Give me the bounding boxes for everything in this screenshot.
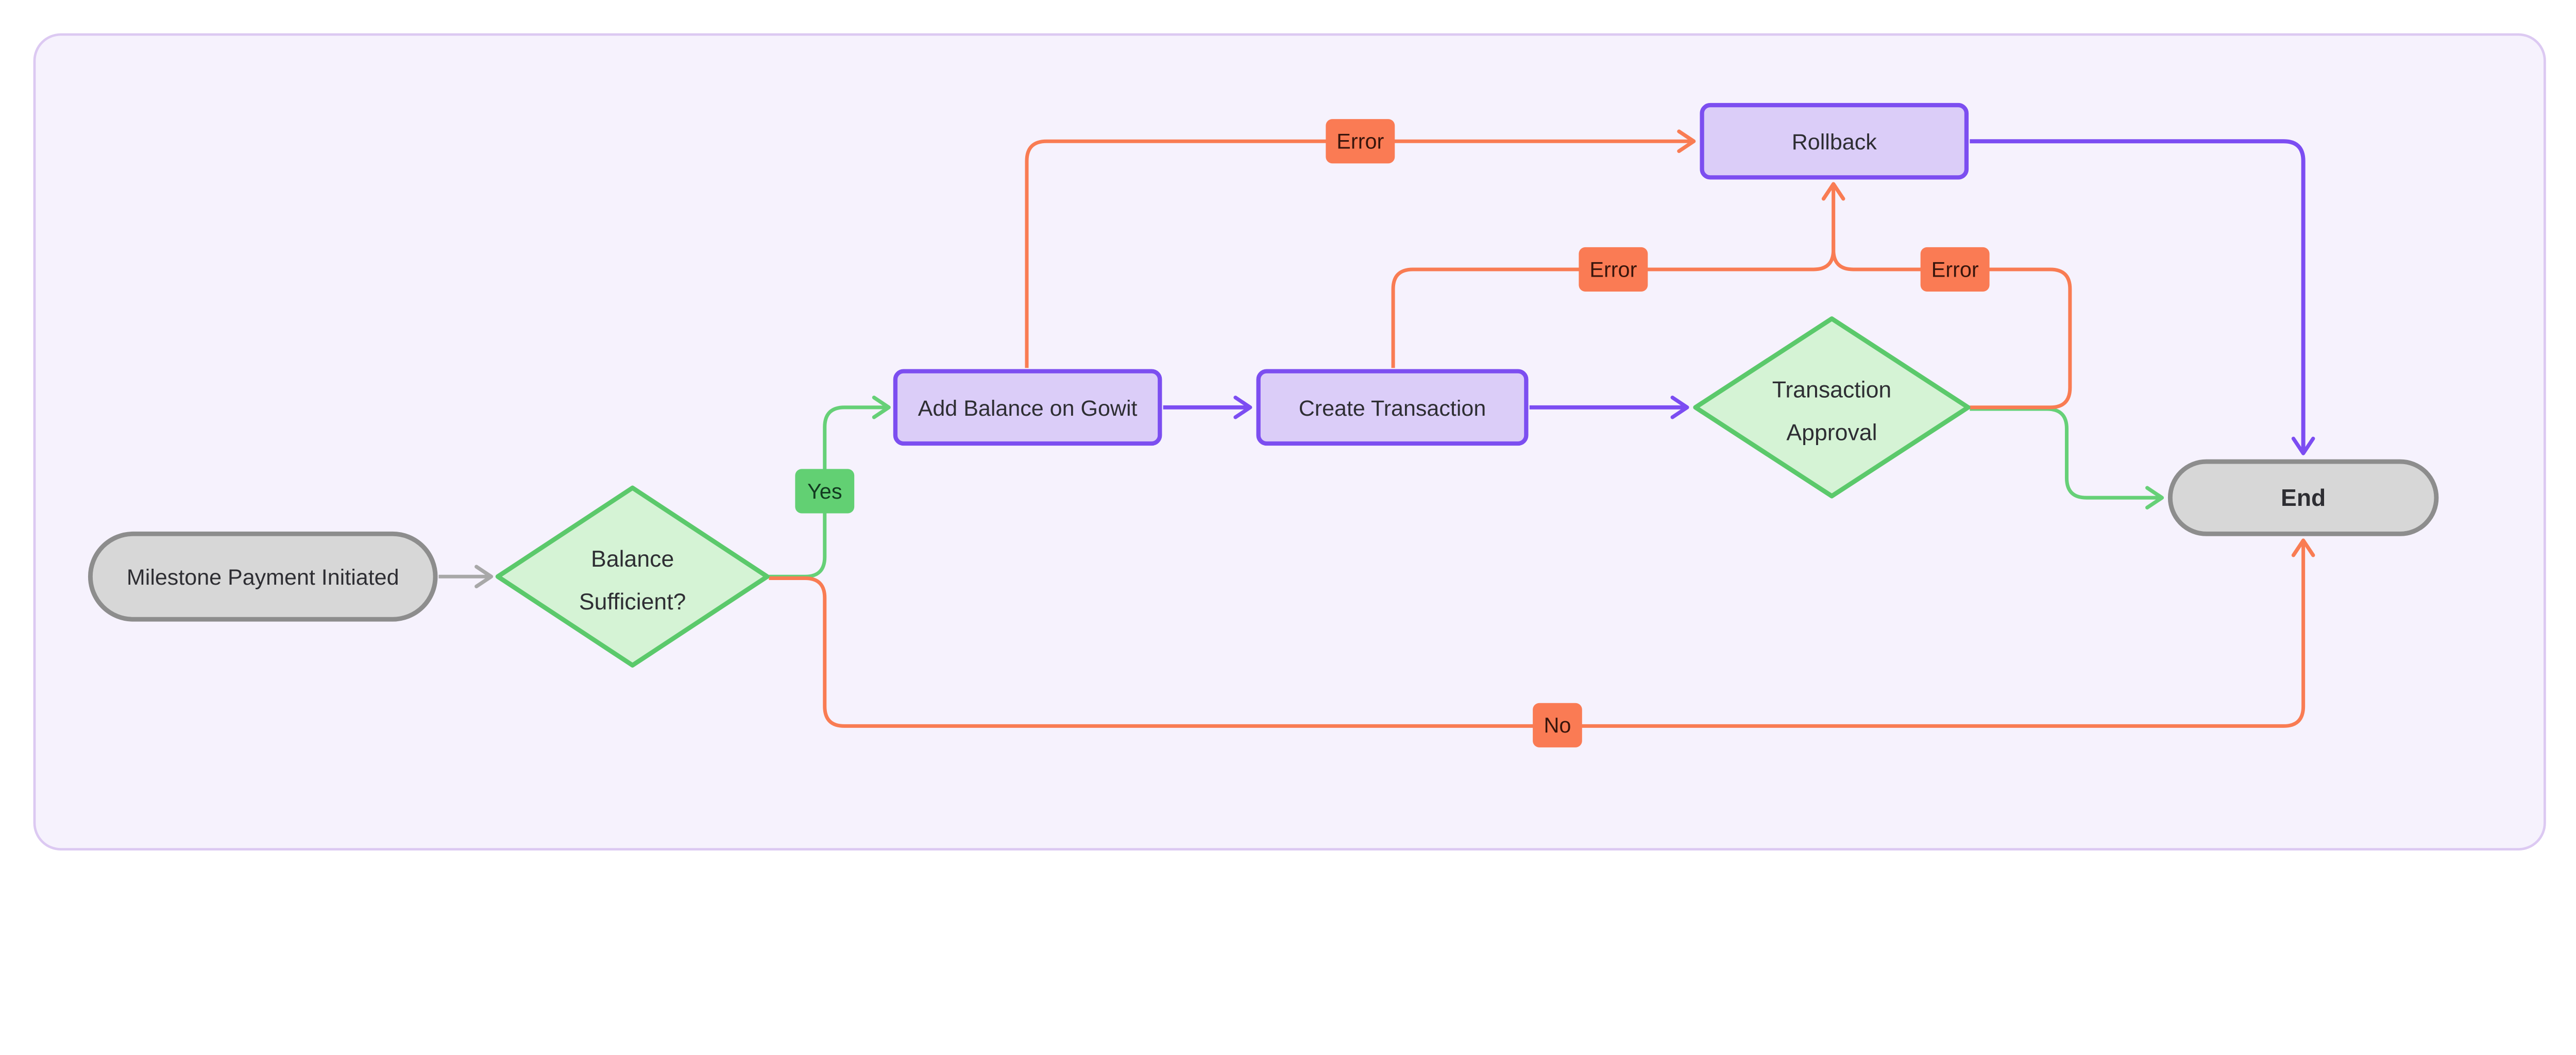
node-label-line1: Balance — [591, 547, 674, 572]
node-rollback-shape — [1700, 103, 1969, 180]
edge-transaction-approval-error-to-rollback — [1832, 240, 2072, 410]
node-transaction-approval: Transaction Approval — [1693, 316, 1971, 499]
node-end: End — [2167, 459, 2439, 536]
nodes: Milestone Payment Initiated Balance Suff… — [88, 103, 2439, 668]
flowchart-page: Milestone Payment Initiated Balance Suff… — [33, 33, 2546, 850]
edge-balance-check-no-to-end — [769, 538, 2315, 728]
node-milestone-payment-initiated-shape — [88, 531, 438, 622]
node-create-transaction-shape — [1256, 369, 1529, 446]
edge-label-text: Yes — [807, 479, 842, 503]
node-label: Create Transaction — [1299, 396, 1486, 421]
node-balance-sufficient-shape — [495, 485, 770, 668]
node-label: Milestone Payment Initiated — [127, 565, 399, 590]
edge-add-balance-error-to-rollback — [1025, 129, 1696, 368]
node-balance-sufficient: Balance Sufficient? — [495, 485, 770, 668]
edge-rollback-to-end — [1970, 139, 2315, 455]
edge-label-yes-bg — [795, 469, 855, 514]
edge-label-yes: Yes — [795, 469, 855, 514]
node-label: Add Balance on Gowit — [918, 396, 1138, 421]
node-label-line2: Sufficient? — [579, 589, 686, 615]
node-add-balance-on-gowit: Add Balance on Gowit — [893, 369, 1162, 446]
edge-labels: Yes No Error Error Error — [795, 119, 1990, 747]
node-label-line1: Transaction — [1772, 378, 1891, 403]
edge-label-text: No — [1544, 713, 1571, 737]
node-label-line2: Approval — [1786, 420, 1877, 446]
edge-label-text: Error — [1589, 257, 1637, 281]
node-create-transaction: Create Transaction — [1256, 369, 1529, 446]
edge-label-no: No — [1533, 703, 1582, 747]
node-label: Rollback — [1792, 130, 1877, 155]
node-end-shape — [2167, 459, 2439, 536]
node-rollback: Rollback — [1700, 103, 1969, 180]
edge-label-error-1: Error — [1326, 119, 1395, 164]
edge-label-text: Error — [1336, 129, 1384, 154]
edge-label-error-2: Error — [1579, 247, 1648, 292]
edge-label-error-3: Error — [1920, 247, 1990, 292]
flowchart-diagram: Milestone Payment Initiated Balance Suff… — [33, 33, 2546, 850]
node-add-balance-on-gowit-shape — [893, 369, 1162, 446]
edge-transaction-approval-to-end — [1970, 407, 2164, 509]
edge-label-error-bg — [1579, 247, 1648, 292]
node-milestone-payment-initiated: Milestone Payment Initiated — [88, 531, 438, 622]
node-transaction-approval-shape — [1693, 316, 1971, 499]
node-label: End — [2281, 484, 2326, 511]
edge-label-no-bg — [1533, 703, 1582, 747]
edge-label-error-bg — [1920, 247, 1990, 292]
edge-label-error-bg — [1326, 119, 1395, 164]
edge-label-text: Error — [1931, 257, 1979, 281]
